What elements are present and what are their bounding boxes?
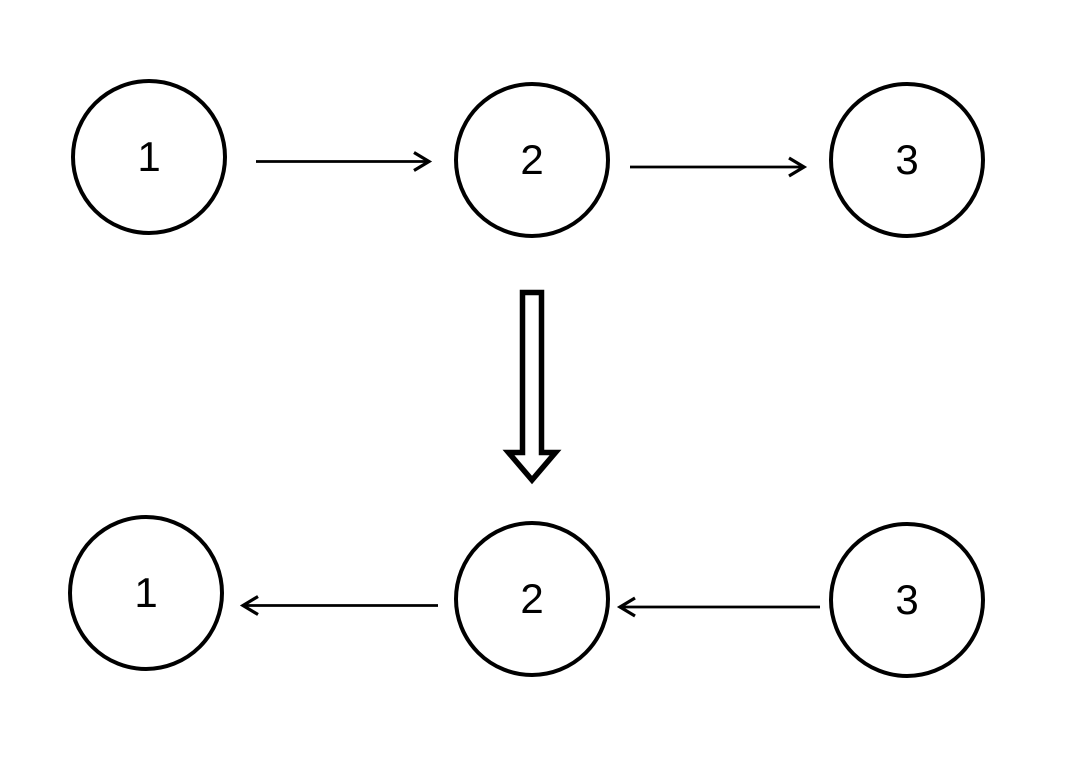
arrow-top-1-to-2 (256, 151, 433, 172)
arrow-bottom-3-to-2 (616, 596, 820, 618)
node-label: 2 (520, 575, 544, 622)
node-label: 1 (134, 569, 158, 616)
transform-down-arrow (502, 289, 562, 485)
node-bottom-1: 1 (68, 515, 224, 671)
node-bottom-3: 3 (829, 522, 985, 678)
arrow-bottom-2-to-1 (239, 595, 438, 616)
node-bottom-2: 2 (454, 521, 610, 677)
node-top-3: 3 (829, 82, 985, 238)
node-top-2: 2 (454, 82, 610, 238)
node-label: 1 (137, 133, 161, 180)
arrow-top-2-to-3 (630, 156, 808, 178)
node-label: 3 (895, 136, 919, 183)
node-label: 3 (895, 576, 919, 623)
node-label: 2 (520, 136, 544, 183)
node-top-1: 1 (71, 79, 227, 235)
